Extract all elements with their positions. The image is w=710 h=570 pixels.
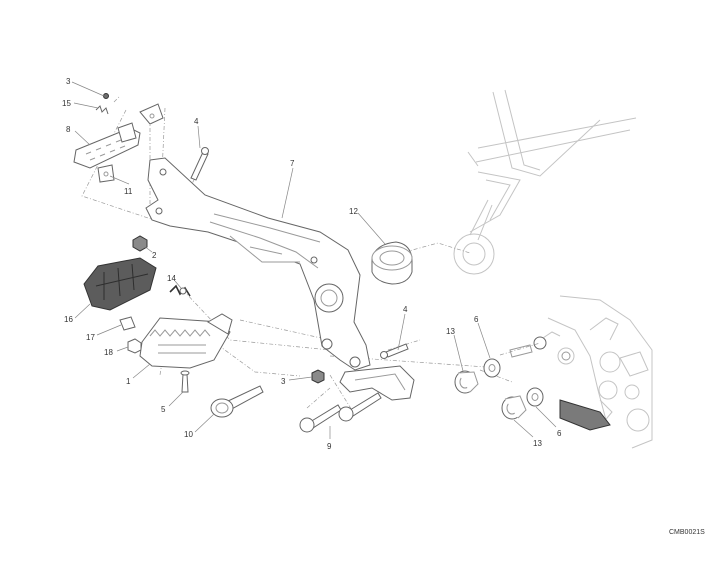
bracket-hole-lower <box>155 207 163 215</box>
clip-hole-lower <box>103 171 109 177</box>
plate-holes <box>85 139 126 161</box>
callout-1: 1 <box>126 377 131 386</box>
screw-5 <box>181 373 189 393</box>
nut-3-lower <box>311 369 325 384</box>
bolt-9b-head <box>338 406 354 422</box>
callout-12: 12 <box>349 207 358 216</box>
screw-5-head <box>180 370 190 376</box>
bolt-9a <box>309 404 342 429</box>
bracket-hole-rear-2 <box>349 356 361 368</box>
callout-11: 11 <box>124 187 133 196</box>
bracket-hole-upper <box>159 168 167 176</box>
callout-2: 2 <box>152 251 157 260</box>
spring-coil <box>179 287 187 295</box>
footpeg-teeth <box>149 329 211 337</box>
engine-pin <box>509 344 533 358</box>
callout-6-lower: 6 <box>557 429 562 438</box>
callout-13-lower: 13 <box>533 439 542 448</box>
bolt-9b <box>349 392 382 417</box>
callout-18: 18 <box>104 348 113 357</box>
callout-15: 15 <box>62 99 71 108</box>
bracket-pivot-bore <box>320 289 338 307</box>
callout-4-lower: 4 <box>403 305 408 314</box>
callout-10: 10 <box>184 430 193 439</box>
engine-bolt-head <box>561 351 571 361</box>
callout-3-upper: 3 <box>66 77 71 86</box>
spring-15 <box>95 105 109 115</box>
callout-16: 16 <box>64 315 73 324</box>
footpeg-bracket <box>145 157 371 371</box>
bushing-12-bore <box>379 250 405 266</box>
nut-18 <box>127 338 142 354</box>
callout-14: 14 <box>167 274 176 283</box>
pivot-pin-head-inner <box>215 402 229 414</box>
callout-3-lower: 3 <box>281 377 286 386</box>
return-spring-14 <box>169 284 191 297</box>
rider-footpeg <box>139 317 231 369</box>
engine-mount-boss <box>533 336 547 350</box>
leader-lines <box>71 81 557 439</box>
rubber-mount-13-upper-body <box>457 371 479 393</box>
bracket-rib <box>209 213 321 269</box>
pivot-pin-lower <box>385 343 409 358</box>
footpeg-rubber-insert <box>83 257 157 311</box>
heel-guard-edge <box>354 373 406 391</box>
clip-hole-upper <box>149 113 155 119</box>
callout-6-upper: 6 <box>474 315 479 324</box>
passenger-peg-hinge <box>117 122 137 143</box>
rubber-grooves <box>95 263 149 300</box>
callout-9: 9 <box>327 442 332 451</box>
rubber-mount-13-lower-body <box>504 395 527 419</box>
pivot-pin-lower-head <box>380 351 388 359</box>
washer-6-lower-hole <box>531 393 539 401</box>
callout-17: 17 <box>86 333 95 342</box>
bracket-hole-rear <box>321 338 333 350</box>
bracket-hole-mid <box>310 256 318 264</box>
nut-2 <box>132 235 148 252</box>
detent-ball-3 <box>103 93 109 99</box>
retaining-plate-17 <box>119 316 136 331</box>
drawing-code: CMB0021S <box>669 529 705 536</box>
pivot-pin-upper <box>190 151 209 181</box>
callout-4-upper: 4 <box>194 117 199 126</box>
callout-7: 7 <box>290 159 295 168</box>
pivot-pin-upper-head <box>201 147 209 155</box>
callout-13-upper: 13 <box>446 327 455 336</box>
engine-cover-dark <box>559 399 611 431</box>
washer-6-upper-hole <box>488 364 496 372</box>
frame-ghost <box>453 89 637 275</box>
callout-5: 5 <box>161 405 166 414</box>
callout-8: 8 <box>66 125 71 134</box>
footpeg-lug <box>207 313 233 335</box>
footpeg-slots <box>158 344 206 354</box>
bolt-9a-head <box>299 417 315 433</box>
